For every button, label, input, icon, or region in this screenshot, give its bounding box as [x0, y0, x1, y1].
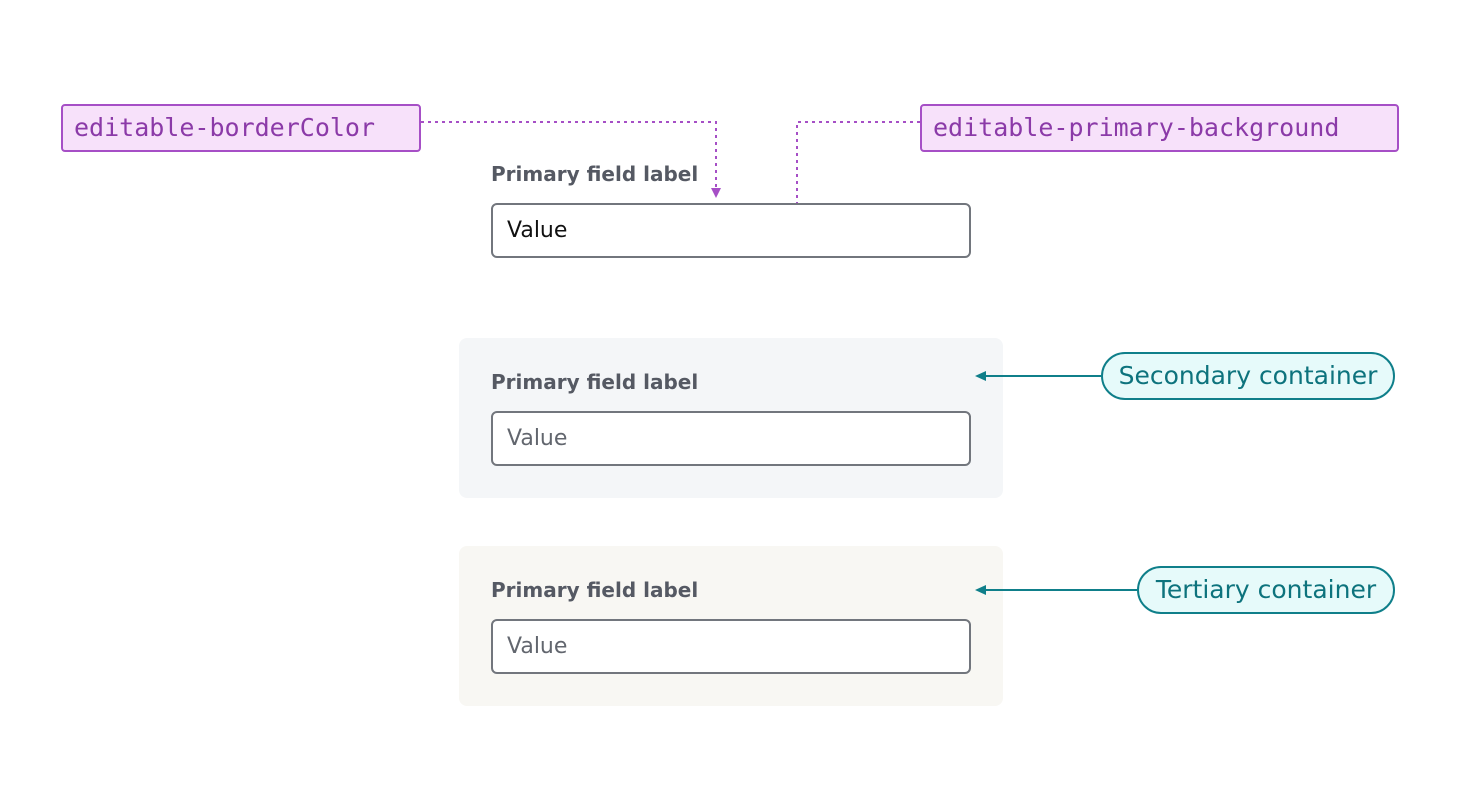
primary-background-token-tag: editable-primary-background: [920, 104, 1399, 152]
secondary-field-label: Primary field label: [491, 370, 699, 394]
tertiary-field-label: Primary field label: [491, 578, 699, 602]
tertiary-container-pill: Tertiary container: [1137, 566, 1395, 614]
border-color-token-tag: editable-borderColor: [61, 104, 421, 152]
tertiary-field-input[interactable]: Value: [491, 619, 971, 674]
secondary-container-pill: Secondary container: [1101, 352, 1395, 400]
primary-field-input[interactable]: Value: [491, 203, 971, 258]
border-color-arrowhead: [711, 188, 721, 198]
secondary-field-input[interactable]: Value: [491, 411, 971, 466]
primary-field-label: Primary field label: [491, 162, 699, 186]
